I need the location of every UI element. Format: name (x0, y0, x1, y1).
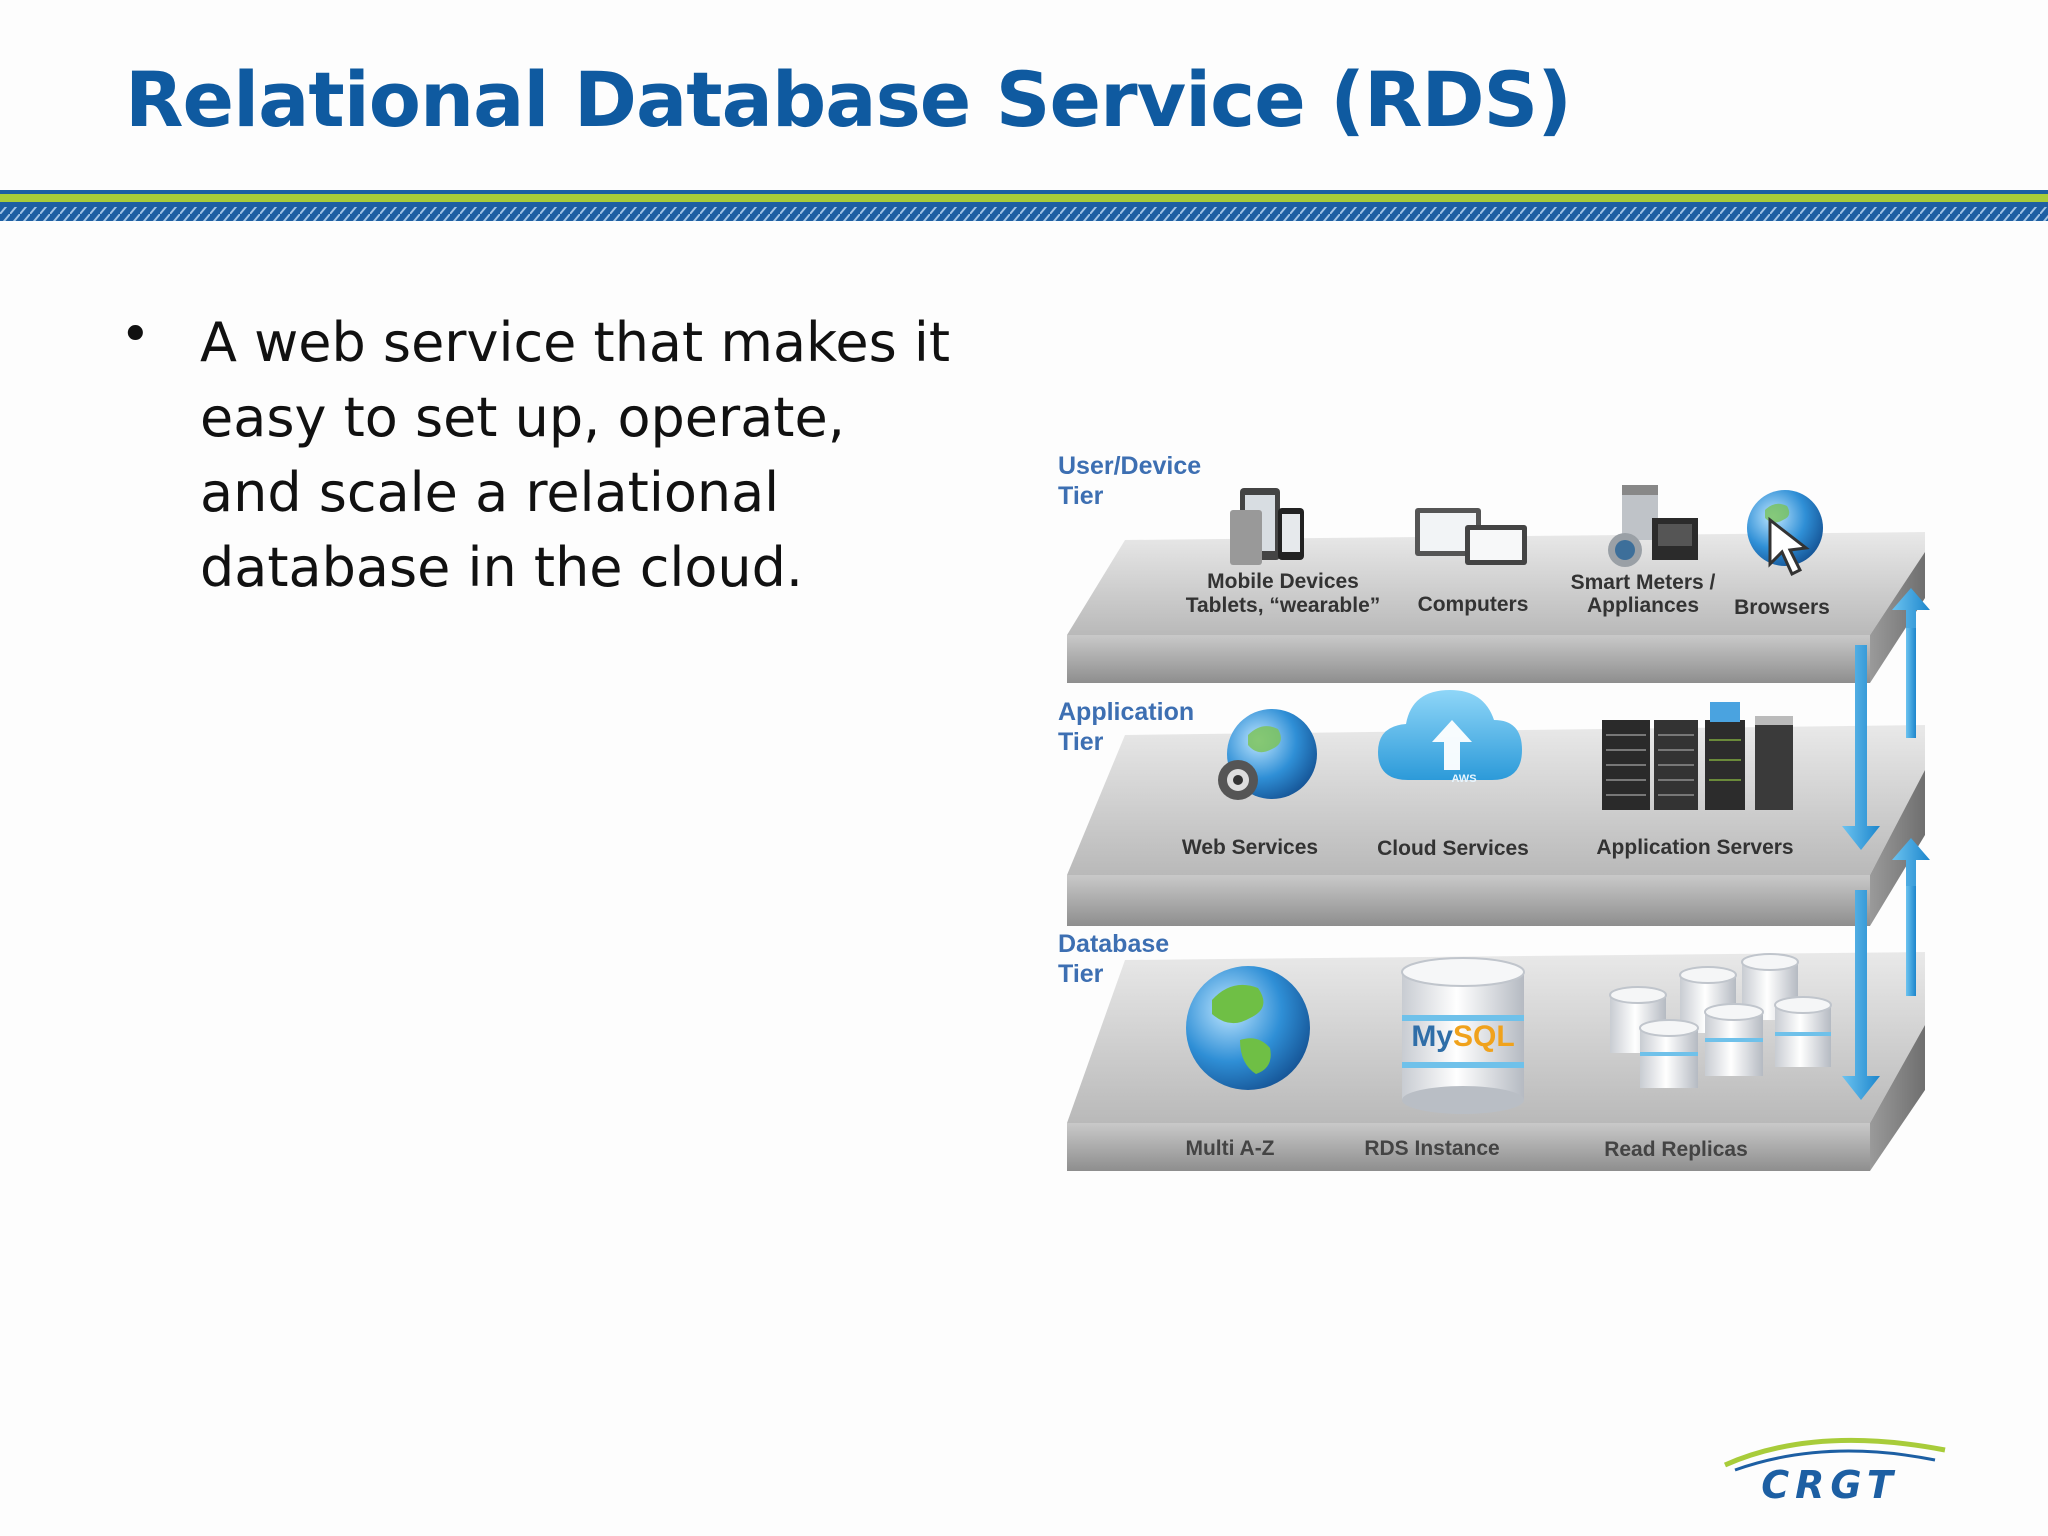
tier-label-line2: Tier (1058, 482, 1104, 510)
rds-instance-label: RDS Instance (1364, 1137, 1499, 1160)
mobile-devices-label-line1: Mobile Devices (1207, 570, 1359, 593)
tier-label-application: Application Tier (1058, 698, 1194, 756)
arrow-user-to-app (1842, 588, 1930, 850)
read-replicas-icon (1609, 953, 1832, 1088)
browsers-label: Browsers (1734, 596, 1830, 619)
computers-label: Computers (1418, 593, 1529, 616)
multi-az-globe-icon (1186, 966, 1310, 1090)
mobile-devices-label-line2: Tablets, “wearable” (1186, 594, 1381, 617)
smart-meter-appliances-icon (1608, 485, 1698, 567)
mysql-logo-part-a: My (1411, 1020, 1453, 1053)
web-services-icon (1218, 709, 1317, 800)
arrow-app-to-db (1842, 838, 1930, 1100)
mysql-logo-part-b: SQL (1453, 1020, 1515, 1053)
tier-label-line2: Tier (1058, 728, 1104, 756)
cloud-services-icon: AWS (1378, 690, 1522, 785)
crgt-logo: CRGT (1723, 1437, 1946, 1507)
read-replicas-label: Read Replicas (1604, 1138, 1748, 1161)
tier-label-line1: User/Device (1058, 452, 1201, 480)
tier-label-database: Database Tier (1058, 930, 1169, 988)
smart-meters-label-line1: Smart Meters / (1571, 571, 1716, 594)
bullet-text: A web service that makes it easy to set … (200, 311, 951, 599)
cloud-services-label: Cloud Services (1377, 837, 1529, 860)
application-servers-icon (1602, 702, 1793, 810)
bullet-dot: • (120, 305, 151, 365)
smart-meters-label-line2: Appliances (1587, 594, 1699, 617)
crgt-logo-text: CRGT (1761, 1463, 1899, 1507)
tier-label-line1: Database (1058, 930, 1169, 958)
bullet-list: • A web service that makes it easy to se… (120, 305, 960, 605)
tier-label-line1: Application (1058, 698, 1194, 726)
multi-az-label: Multi A-Z (1185, 1137, 1274, 1160)
title-divider-band (0, 190, 2048, 221)
tier-label-user-device: User/Device Tier (1058, 452, 1201, 510)
rds-instance-cylinder-icon: MySQL (1401, 957, 1525, 1114)
rds-tier-diagram: User/Device Tier Application Tier Databa… (1058, 452, 1930, 1171)
mysql-logo-text: MySQL (1411, 1020, 1514, 1053)
slide-title: Relational Database Service (RDS) (125, 55, 1572, 144)
web-services-label: Web Services (1182, 836, 1318, 859)
mobile-devices-icon (1230, 488, 1304, 565)
computers-icon (1415, 508, 1527, 565)
browsers-icon (1747, 490, 1823, 577)
cloud-icon-text: AWS (1451, 773, 1476, 785)
application-servers-label: Application Servers (1596, 836, 1793, 859)
tier-label-line2: Tier (1058, 960, 1104, 988)
